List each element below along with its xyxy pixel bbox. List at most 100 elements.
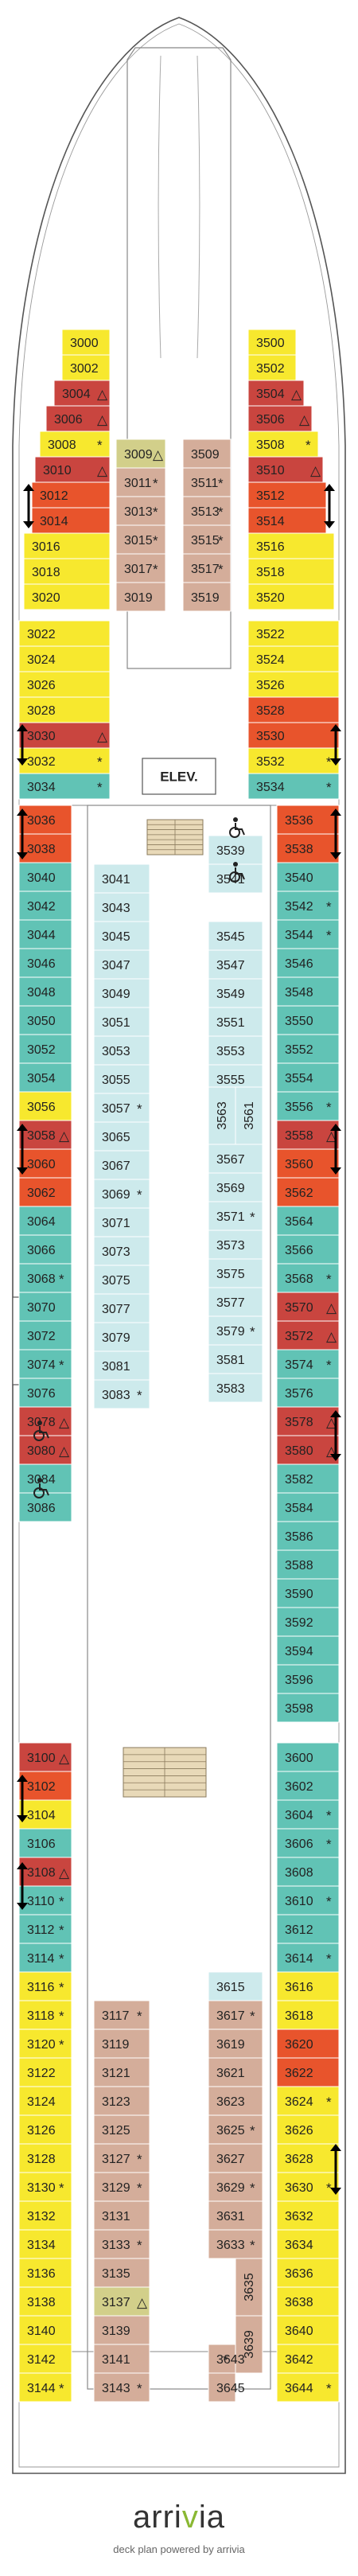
cabin-3040[interactable]: 3040 xyxy=(18,862,72,892)
cabin-3034[interactable]: 3034* xyxy=(18,773,111,800)
cabin-3614[interactable]: 3614* xyxy=(276,1943,340,1973)
cabin-3108[interactable]: 3108△ xyxy=(18,1857,72,1887)
cabin-3583[interactable]: 3583 xyxy=(208,1373,263,1403)
cabin-3520[interactable]: 3520 xyxy=(247,583,335,610)
cabin-3598[interactable]: 3598 xyxy=(276,1693,340,1723)
cabin-3040-box[interactable] xyxy=(18,862,72,892)
cabin-3042-box[interactable] xyxy=(18,890,72,921)
cabin-3126-box[interactable] xyxy=(18,2114,72,2145)
cabin-3034-box[interactable] xyxy=(18,773,111,800)
cabin-3015[interactable]: 3015* xyxy=(115,524,166,555)
cabin-3549[interactable]: 3549 xyxy=(208,978,263,1008)
cabin-3616-box[interactable] xyxy=(276,1971,340,2001)
cabin-3548-box[interactable] xyxy=(276,976,340,1007)
cabin-3136[interactable]: 3136 xyxy=(18,2258,72,2288)
cabin-3129-box[interactable] xyxy=(93,2172,150,2202)
cabin-3139[interactable]: 3139 xyxy=(93,2315,150,2345)
cabin-3084-box[interactable] xyxy=(18,1463,72,1494)
cabin-3516[interactable]: 3516 xyxy=(247,532,335,559)
cabin-3144[interactable]: 3144* xyxy=(18,2372,72,2403)
cabin-3009[interactable]: 3009△ xyxy=(115,438,166,469)
cabin-3058-box[interactable] xyxy=(18,1120,72,1150)
cabin-3636[interactable]: 3636 xyxy=(276,2258,340,2288)
cabin-3540-box[interactable] xyxy=(276,862,340,892)
cabin-3645-box[interactable] xyxy=(208,2372,236,2403)
cabin-3644[interactable]: 3644* xyxy=(276,2372,340,2403)
cabin-3016[interactable]: 3016 xyxy=(23,532,111,559)
cabin-3022-box[interactable] xyxy=(18,620,111,647)
cabin-3006[interactable]: 3006△ xyxy=(45,405,111,432)
cabin-3018-box[interactable] xyxy=(23,558,111,585)
cabin-3617[interactable]: 3617* xyxy=(208,2000,263,2030)
cabin-3119-box[interactable] xyxy=(93,2028,150,2059)
cabin-3590[interactable]: 3590 xyxy=(276,1578,340,1608)
cabin-3042[interactable]: 3042 xyxy=(18,890,72,921)
cabin-3051-box[interactable] xyxy=(93,1007,150,1037)
cabin-3050[interactable]: 3050 xyxy=(18,1005,72,1035)
cabin-3020[interactable]: 3020 xyxy=(23,583,111,610)
cabin-3579-box[interactable] xyxy=(208,1315,263,1346)
cabin-3636-box[interactable] xyxy=(276,2258,340,2288)
cabin-3044[interactable]: 3044 xyxy=(18,919,72,949)
cabin-3124-box[interactable] xyxy=(18,2086,72,2116)
cabin-3628[interactable]: 3628 xyxy=(276,2143,340,2173)
cabin-3553-box[interactable] xyxy=(208,1035,263,1066)
cabin-3571-box[interactable] xyxy=(208,1201,263,1231)
cabin-3550-box[interactable] xyxy=(276,1005,340,1035)
cabin-3579[interactable]: 3579* xyxy=(208,1315,263,1346)
cabin-3547[interactable]: 3547 xyxy=(208,949,263,980)
cabin-3075[interactable]: 3075 xyxy=(93,1265,150,1295)
cabin-3060[interactable]: 3060 xyxy=(18,1148,72,1179)
cabin-3570[interactable]: 3570△ xyxy=(276,1292,340,1322)
cabin-3060-box[interactable] xyxy=(18,1148,72,1179)
cabin-3143-box[interactable] xyxy=(93,2372,150,2403)
cabin-3075-box[interactable] xyxy=(93,1265,150,1295)
cabin-3516-box[interactable] xyxy=(247,532,335,559)
cabin-3114-box[interactable] xyxy=(18,1943,72,1973)
cabin-3622[interactable]: 3622 xyxy=(276,2057,340,2087)
cabin-3545-box[interactable] xyxy=(208,921,263,951)
cabin-3073-box[interactable] xyxy=(93,1236,150,1266)
cabin-3074-box[interactable] xyxy=(18,1349,72,1379)
cabin-3606[interactable]: 3606* xyxy=(276,1828,340,1858)
cabin-3143[interactable]: 3143* xyxy=(93,2372,150,2403)
cabin-3013[interactable]: 3013* xyxy=(115,496,166,526)
cabin-3038-box[interactable] xyxy=(18,833,72,863)
cabin-3142-box[interactable] xyxy=(18,2344,72,2374)
cabin-3083[interactable]: 3083* xyxy=(93,1379,150,1409)
cabin-3081[interactable]: 3081 xyxy=(93,1350,150,1381)
cabin-3618[interactable]: 3618 xyxy=(276,2000,340,2030)
cabin-3522-box[interactable] xyxy=(247,620,340,647)
cabin-3518[interactable]: 3518 xyxy=(247,558,335,585)
cabin-3633[interactable]: 3633* xyxy=(208,2229,263,2259)
cabin-3573-box[interactable] xyxy=(208,1230,263,1260)
cabin-3526-box[interactable] xyxy=(247,671,340,698)
cabin-3513-box[interactable] xyxy=(182,496,232,526)
cabin-3048[interactable]: 3048 xyxy=(18,976,72,1007)
cabin-3057-box[interactable] xyxy=(93,1093,150,1123)
cabin-3532-box[interactable] xyxy=(247,747,340,774)
cabin-3604[interactable]: 3604* xyxy=(276,1799,340,1830)
cabin-3120-box[interactable] xyxy=(18,2028,72,2059)
cabin-3632[interactable]: 3632 xyxy=(276,2200,340,2231)
cabin-3008[interactable]: 3008* xyxy=(39,431,111,458)
cabin-3561[interactable]: 3561 xyxy=(235,1086,263,1145)
cabin-3038[interactable]: 3038 xyxy=(18,833,72,863)
cabin-3117[interactable]: 3117* xyxy=(93,2000,150,2030)
cabin-3567[interactable]: 3567 xyxy=(208,1144,263,1174)
cabin-3596[interactable]: 3596 xyxy=(276,1664,340,1694)
cabin-3141[interactable]: 3141 xyxy=(93,2344,150,2374)
cabin-3566-box[interactable] xyxy=(276,1234,340,1265)
cabin-3036-box[interactable] xyxy=(18,805,72,835)
cabin-3122-box[interactable] xyxy=(18,2057,72,2087)
cabin-3539-box[interactable] xyxy=(208,835,263,865)
cabin-3024-box[interactable] xyxy=(18,645,111,672)
cabin-3106-box[interactable] xyxy=(18,1828,72,1858)
cabin-3062-box[interactable] xyxy=(18,1177,72,1207)
cabin-3624[interactable]: 3624* xyxy=(276,2086,340,2116)
cabin-3542[interactable]: 3542* xyxy=(276,890,340,921)
cabin-3110[interactable]: 3110* xyxy=(18,1885,72,1915)
cabin-3578-box[interactable] xyxy=(276,1406,340,1436)
cabin-3051[interactable]: 3051 xyxy=(93,1007,150,1037)
cabin-3045[interactable]: 3045 xyxy=(93,921,150,951)
